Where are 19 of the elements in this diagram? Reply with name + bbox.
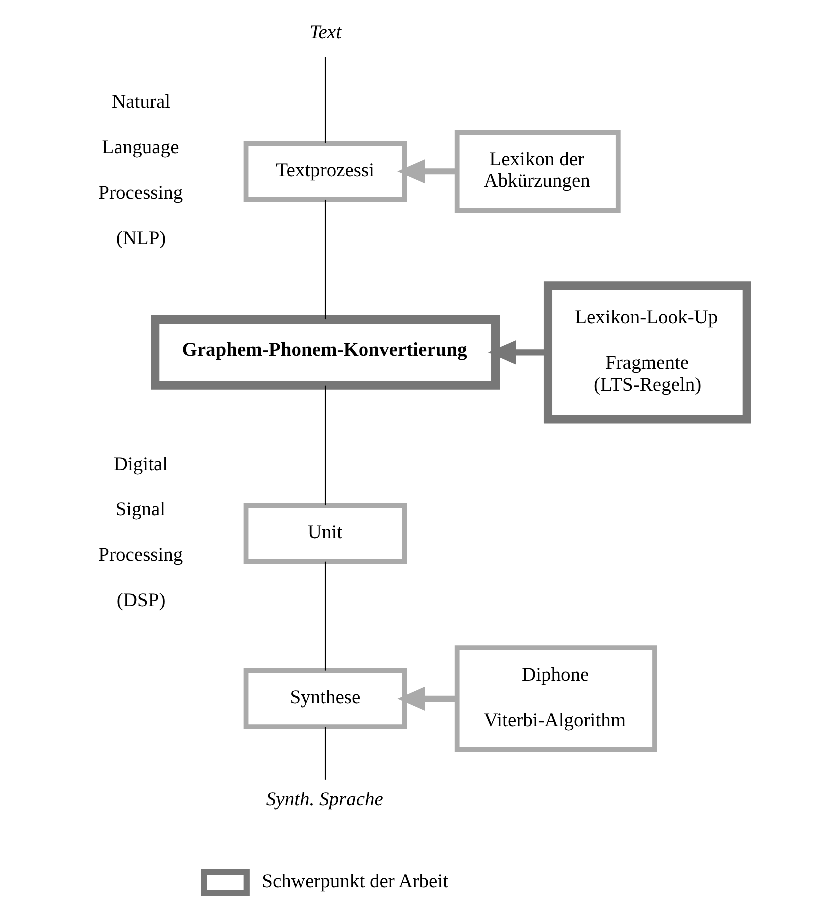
node-box: Textprozessi <box>243 141 407 202</box>
node-text: Synth. Sprache <box>266 790 383 811</box>
legend-label: Schwerpunkt der Arbeit <box>262 871 448 892</box>
arrow <box>397 686 457 712</box>
node-box: Graphem-Phonem-Konvertierung <box>150 315 500 390</box>
connector <box>324 200 326 320</box>
node-box: Unit <box>243 503 407 564</box>
connector <box>324 57 326 144</box>
node-box: Lexikon der Abkürzungen <box>454 130 620 214</box>
arrow <box>397 159 457 184</box>
node-text: Text <box>309 22 342 44</box>
connector <box>324 727 326 780</box>
connector <box>324 562 326 671</box>
node-box: Diphone Viterbi-Algorithm <box>454 646 657 752</box>
connector <box>324 386 326 506</box>
node-box: Lexikon-Look-Up Fragmente (LTS-Regeln) <box>543 282 751 424</box>
label: Natural Language Processing (NLP) <box>98 92 183 250</box>
label: Digital Signal Processing (DSP) <box>98 454 183 612</box>
node-box: Synthese <box>243 668 407 730</box>
